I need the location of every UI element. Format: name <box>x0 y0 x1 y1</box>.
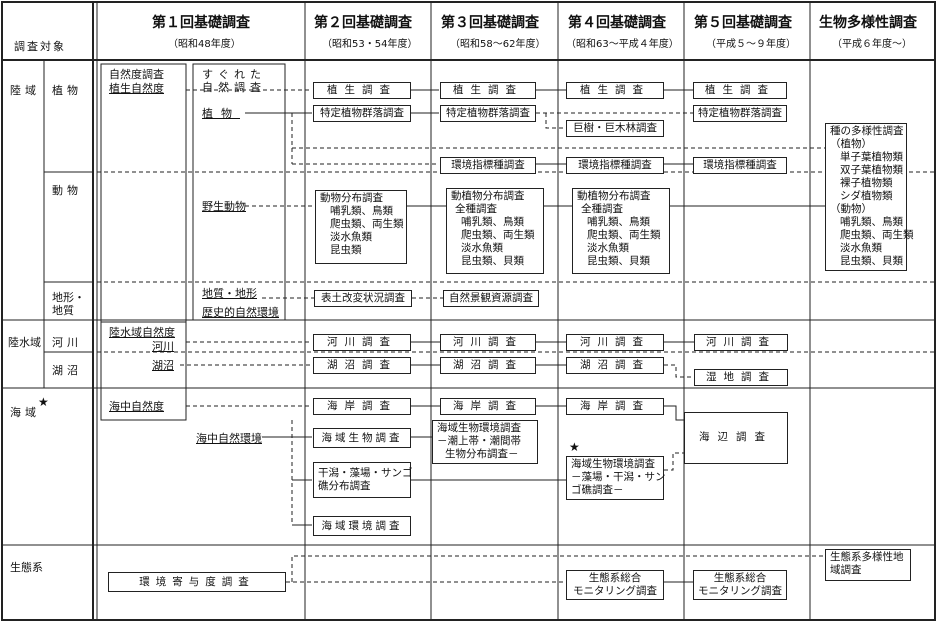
s6-species-diversity-survey: 種の多様性調査 （植物） 単子葉植物類 双子葉植物類 裸子植物類 シダ植物類 （… <box>825 123 914 271</box>
category-inland-water: 陸水域 <box>8 336 41 349</box>
s2-tidal-flat-seagrass-coral-survey: 干潟・藻場・サンゴ礁分布調査 <box>313 462 413 498</box>
s2-lake-survey: 湖沼調査 <box>313 357 411 374</box>
header-biodiversity-period: （平成６年度～） <box>832 39 912 50</box>
s2-animal-distribution-survey: 動物分布調査 哺乳類、鳥類 爬虫類、両生類 淡水魚類 昆虫類 <box>315 190 407 264</box>
s4-indicator-species-survey: 環境指標種調査 <box>566 157 664 174</box>
s5-vegetation-survey: 植生調査 <box>693 82 787 99</box>
s5-indicator-species-survey: 環境指標種調査 <box>693 157 787 174</box>
s5-ecosystem-monitoring-survey: 生態系総合モニタリング調査 <box>693 570 787 600</box>
s4-lake-survey: 湖沼調査 <box>566 357 664 374</box>
s5-river-survey: 河川調査 <box>694 334 788 351</box>
s4-giant-tree-survey: 巨樹・巨木林調査 <box>566 120 664 137</box>
header-survey-5-period: （平成５～９年度） <box>706 39 796 50</box>
header-biodiversity: 生物多様性調査 <box>819 15 917 31</box>
header-survey-2-period: （昭和53・54年度） <box>322 39 418 50</box>
s3-coast-survey: 海岸調査 <box>440 398 536 415</box>
s1-undersea-environment: 海中自然環境 <box>196 432 262 445</box>
header-survey-1: 第１回基礎調査 <box>152 15 250 31</box>
s3-vegetation-survey: 植生調査 <box>440 82 536 99</box>
s2-vegetation-survey: 植生調査 <box>313 82 411 99</box>
s1-geology-topography: 地質・地形 <box>202 287 257 300</box>
s5-shoreline-survey: 海辺調査 <box>684 412 788 464</box>
s2-marine-environment-survey: 海域環境調査 <box>313 516 411 536</box>
category-plants: 植物 <box>52 84 82 97</box>
s1-vegetation-naturalness: 植生自然度 <box>109 82 164 95</box>
s1-lakes: 湖沼 <box>152 359 174 372</box>
s3-marine-bio-environment-survey: 海域生物環境調査－潮上帯・潮間帯生物分布調査－ <box>432 420 538 464</box>
s1-naturalness-survey: 自然度調査 <box>109 68 164 81</box>
s1-environment-contribution-survey: 環境寄与度調査 <box>108 572 286 592</box>
s4-marine-bio-environment-survey: 海域生物環境調査－藻場・干潟・サンゴ礁調査－ <box>566 456 666 500</box>
header-survey-1-period: （昭和48年度） <box>168 39 241 50</box>
s2-coast-survey: 海岸調査 <box>313 398 411 415</box>
s3-river-survey: 河川調査 <box>440 334 536 351</box>
s2-topsoil-alteration-survey: 表土改変状況調査 <box>314 290 412 307</box>
s3-natural-landscape-survey: 自然景観資源調査 <box>443 290 539 307</box>
s1-undersea-naturalness: 海中自然度 <box>109 400 164 413</box>
s2-river-survey: 河川調査 <box>313 334 411 351</box>
s3-fauna-flora-distribution-survey: 動植物分布調査 全種調査 哺乳類、鳥類 爬虫類、両生類 淡水魚類 昆虫類、貝類 <box>446 188 544 274</box>
s4-river-survey: 河川調査 <box>566 334 664 351</box>
category-sea: 海域 <box>10 406 40 419</box>
star-mark-icon: ★ <box>569 440 580 454</box>
s4-vegetation-survey: 植生調査 <box>566 82 664 99</box>
s3-indicator-species-survey: 環境指標種調査 <box>440 157 536 174</box>
header-survey-3: 第３回基礎調査 <box>441 15 539 31</box>
s5-wetland-survey: 湿地調査 <box>694 369 788 386</box>
s6-ecosystem-diversity-area-survey: 生態系多様性地域調査 <box>825 549 911 581</box>
s3-lake-survey: 湖沼調査 <box>440 357 536 374</box>
header-survey-5: 第５回基礎調査 <box>694 15 792 31</box>
s4-ecosystem-monitoring-survey: 生態系総合モニタリング調査 <box>566 570 664 600</box>
s2-marine-organism-survey: 海域生物調査 <box>313 428 411 448</box>
s4-coast-survey: 海岸調査 <box>566 398 664 415</box>
star-mark-icon: ★ <box>38 395 49 409</box>
category-lakes: 湖沼 <box>52 364 82 377</box>
s1-historic-environment: 歴史的自然環境 <box>202 306 279 319</box>
s1-inland-water-naturalness: 陸水域自然度 <box>109 326 175 339</box>
s2-specific-plant-community-survey: 特定植物群落調査 <box>313 105 411 122</box>
category-animals: 動物 <box>52 184 82 197</box>
category-ecosystem: 生態系 <box>10 561 43 574</box>
category-land: 陸域 <box>10 84 40 97</box>
header-survey-4-period: （昭和63～平成４年度） <box>566 39 679 50</box>
header-target: 調査対象 <box>14 40 66 53</box>
s1-rivers: 河川 <box>152 340 174 353</box>
header-survey-3-period: （昭和58～62年度） <box>450 39 546 50</box>
s4-fauna-flora-distribution-survey: 動植物分布調査 全種調査 哺乳類、鳥類 爬虫類、両生類 淡水魚類 昆虫類、貝類 <box>572 188 670 274</box>
category-geology: 地形・地質 <box>52 291 85 317</box>
header-survey-4: 第４回基礎調査 <box>568 15 666 31</box>
s1-plants: 植物 <box>202 107 240 120</box>
category-rivers: 河川 <box>52 336 82 349</box>
s3-specific-plant-community-survey: 特定植物群落調査 <box>440 105 536 122</box>
s5-specific-plant-community-survey: 特定植物群落調査 <box>693 105 787 122</box>
s1-excellent-nature-survey: すぐれた自然調査 <box>202 68 266 94</box>
header-survey-2: 第２回基礎調査 <box>314 15 412 31</box>
s1-wild-animals: 野生動物 <box>202 200 246 213</box>
